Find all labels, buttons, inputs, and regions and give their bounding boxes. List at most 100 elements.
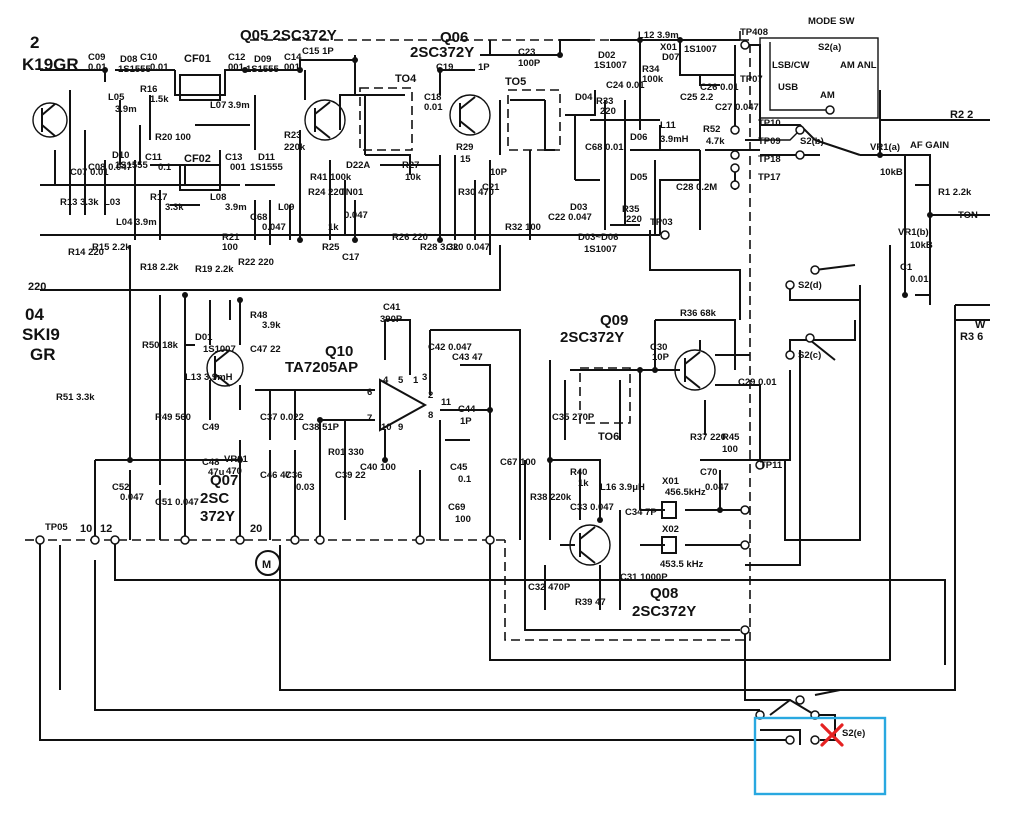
svg-text:C15 1P: C15 1P: [302, 46, 334, 57]
svg-text:0.01: 0.01: [88, 62, 107, 73]
svg-text:TP11: TP11: [760, 460, 783, 471]
label-q07-type1: 2SC: [200, 490, 229, 507]
svg-text:TO4: TO4: [395, 73, 417, 85]
svg-text:0.01: 0.01: [150, 62, 169, 73]
svg-text:20: 20: [250, 523, 262, 535]
svg-text:R27: R27: [402, 160, 419, 171]
svg-text:R30 470: R30 470: [458, 187, 494, 198]
svg-text:R50 18k: R50 18k: [142, 340, 179, 351]
highlight-box: [753, 716, 887, 796]
svg-text:C22 0.047: C22 0.047: [548, 212, 592, 223]
svg-text:0.047: 0.047: [705, 482, 729, 493]
svg-text:L08: L08: [210, 192, 226, 203]
svg-text:C08 0.047: C08 0.047: [88, 162, 132, 173]
svg-text:0.1: 0.1: [458, 474, 472, 485]
svg-text:220: 220: [600, 106, 616, 117]
svg-text:R3 6: R3 6: [960, 331, 983, 343]
svg-text:R40: R40: [570, 467, 587, 478]
label-q04: 04: [25, 305, 44, 324]
svg-text:C14: C14: [284, 52, 302, 63]
svg-text:D03: D03: [570, 202, 587, 213]
svg-text:C25 2.2: C25 2.2: [680, 92, 713, 103]
svg-text:1.5k: 1.5k: [150, 94, 169, 105]
svg-text:453.5 kHz: 453.5 kHz: [660, 559, 704, 570]
svg-text:D01: D01: [195, 332, 213, 343]
svg-text:220k: 220k: [284, 142, 306, 153]
svg-text:C48: C48: [202, 457, 219, 468]
svg-text:C12: C12: [228, 52, 245, 63]
svg-text:C29 0.01: C29 0.01: [738, 377, 777, 388]
svg-text:C42 0.047: C42 0.047: [428, 342, 472, 353]
svg-text:AM: AM: [820, 90, 835, 101]
svg-text:10: 10: [381, 422, 392, 433]
svg-text:D03~D06: D03~D06: [578, 232, 618, 243]
svg-text:001: 001: [230, 162, 247, 173]
svg-text:4: 4: [383, 375, 389, 386]
svg-text:C41: C41: [383, 302, 401, 313]
svg-text:X02: X02: [662, 524, 679, 535]
svg-text:C51 0.047: C51 0.047: [155, 497, 199, 508]
svg-text:001: 001: [284, 62, 301, 73]
svg-text:R26 220: R26 220: [392, 232, 428, 243]
svg-text:C24 0.01: C24 0.01: [606, 80, 645, 91]
svg-text:L16 3.9μH: L16 3.9μH: [600, 482, 645, 493]
svg-text:C30: C30: [650, 342, 667, 353]
svg-text:0.01: 0.01: [910, 274, 929, 285]
svg-text:L13 3.9mH: L13 3.9mH: [185, 372, 233, 383]
red-x-mark: [820, 723, 844, 747]
component-symbols: [32, 37, 879, 576]
svg-text:R01 330: R01 330: [328, 447, 364, 458]
svg-text:R34: R34: [642, 64, 660, 75]
svg-text:S2(b): S2(b): [800, 136, 824, 147]
svg-text:C13: C13: [225, 152, 242, 163]
svg-text:C44: C44: [458, 404, 476, 415]
label-q10: Q10: [325, 343, 353, 360]
svg-text:TP03: TP03: [650, 217, 673, 228]
label-q06-type: 2SC372Y: [410, 44, 474, 61]
svg-text:D08: D08: [120, 54, 137, 65]
svg-text:L07: L07: [210, 100, 226, 111]
label-q04-part1: SKI9: [22, 325, 60, 344]
svg-text:1k: 1k: [328, 222, 339, 233]
label-q05: Q05 2SC372Y: [240, 27, 337, 44]
svg-text:R39 47: R39 47: [575, 597, 606, 608]
svg-text:1k: 1k: [578, 478, 589, 489]
svg-text:10k: 10k: [405, 172, 422, 183]
svg-text:C20 0.047: C20 0.047: [446, 242, 490, 253]
svg-text:S2(c): S2(c): [798, 350, 821, 361]
svg-text:C1: C1: [900, 262, 913, 273]
svg-text:D07: D07: [662, 52, 679, 63]
svg-text:1S1555: 1S1555: [118, 64, 151, 75]
svg-text:0.047: 0.047: [344, 210, 368, 221]
svg-text:100: 100: [455, 514, 471, 525]
svg-text:D04: D04: [575, 92, 593, 103]
label-q08-type: 2SC372Y: [632, 603, 696, 620]
svg-text:1S1007: 1S1007: [594, 60, 627, 71]
svg-text:TP09: TP09: [758, 136, 781, 147]
svg-text:10P: 10P: [490, 167, 508, 178]
svg-text:0.1: 0.1: [158, 162, 172, 173]
svg-text:C23: C23: [518, 47, 535, 58]
svg-text:USB: USB: [778, 82, 798, 93]
svg-text:C70: C70: [700, 467, 717, 478]
svg-text:10P: 10P: [652, 352, 670, 363]
svg-text:R16: R16: [140, 84, 157, 95]
svg-text:C33 0.047: C33 0.047: [570, 502, 614, 513]
svg-text:C17: C17: [342, 252, 359, 263]
svg-text:C68 0.01: C68 0.01: [585, 142, 624, 153]
label-q04-part2: GR: [30, 345, 56, 364]
svg-text:C35 270P: C35 270P: [552, 412, 595, 423]
svg-text:C36: C36: [285, 470, 302, 481]
svg-text:R29: R29: [456, 142, 473, 153]
label-q07: Q07: [210, 472, 238, 489]
svg-text:0.03: 0.03: [296, 482, 315, 493]
svg-text:470: 470: [226, 466, 242, 477]
svg-text:TP18: TP18: [758, 154, 781, 165]
svg-text:CF01: CF01: [184, 53, 211, 65]
svg-text:3.9mH: 3.9mH: [660, 134, 689, 145]
label-q2: 2: [30, 33, 39, 52]
svg-text:100: 100: [722, 444, 738, 455]
junctions: [35, 37, 933, 745]
svg-text:CF02: CF02: [184, 153, 211, 165]
labels: 2 K19GR Q05 2SC372Y Q06 2SC372Y 04 SKI9 …: [22, 16, 986, 739]
